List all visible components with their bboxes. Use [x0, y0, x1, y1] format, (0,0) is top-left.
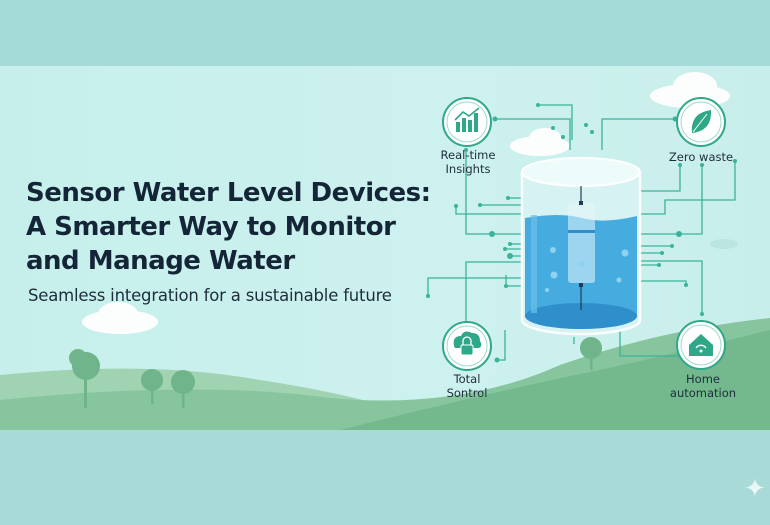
- feature-label-home-automation: Home automation: [665, 372, 741, 400]
- circuit-lines: [427, 104, 736, 361]
- headline-line-1: Sensor Water Level Devices:: [26, 178, 431, 208]
- hero-banner: Sensor Water Level Devices: A Smarter Wa…: [0, 66, 770, 430]
- trees: [69, 337, 602, 408]
- water-tank: [520, 157, 642, 336]
- sparkle-icon: ✦: [744, 474, 766, 504]
- headline-line-2: A Smarter Way to Monitor: [26, 212, 396, 242]
- feature-label-line: automation: [669, 386, 737, 400]
- clouds: [82, 72, 738, 334]
- headline-line-3: and Manage Water: [26, 246, 295, 276]
- feature-label-zero-waste: Zero waste: [668, 150, 734, 164]
- leaf-icon: [676, 97, 726, 147]
- subtitle: Seamless integration for a sustainable f…: [28, 286, 392, 305]
- feature-label-line: Sontrol: [446, 386, 488, 400]
- bottom-band: [0, 430, 770, 525]
- illustration: [0, 72, 770, 430]
- bar-chart-icon: [442, 97, 492, 147]
- feature-label-total-control: Total Sontrol: [432, 372, 502, 400]
- top-band: [0, 0, 770, 66]
- feature-label-line: Total: [453, 372, 481, 386]
- cloud-lock-icon: [442, 321, 492, 371]
- hill-front: [340, 330, 770, 430]
- feature-label-line: Home: [686, 372, 720, 386]
- feature-label-real-time-insights: Real-time Insights: [440, 148, 496, 176]
- smart-home-icon: [676, 320, 726, 370]
- headline: Sensor Water Level Devices: A Smarter Wa…: [26, 176, 431, 278]
